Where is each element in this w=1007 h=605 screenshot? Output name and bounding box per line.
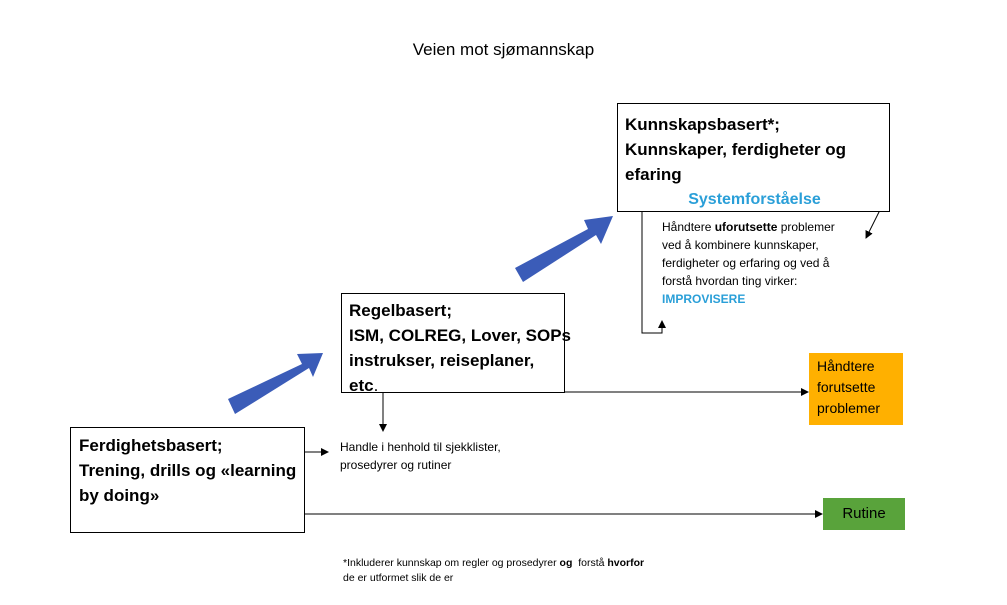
diagram-title: Veien mot sjømannskap <box>412 40 595 59</box>
knowledge-note: Håndtere uforutsette problemer ved å kom… <box>662 218 835 308</box>
knowledge-bracket-arrow <box>641 212 666 334</box>
knowledge-box-line2: Kunnskaper, ferdigheter og <box>625 140 847 159</box>
rule-based-box: Regelbasert; ISM, COLREG, Lover, SOPs in… <box>341 293 571 395</box>
footnote: *Inkluderer kunnskap om regler og prosed… <box>343 556 644 586</box>
progress-arrow-1-shape <box>228 353 323 414</box>
knowledge-box-line3: efaring <box>625 165 682 184</box>
knowledge-note-line1: Håndtere uforutsette problemer <box>662 220 835 234</box>
foreseen-line3: problemer <box>817 400 881 416</box>
knowledge-note-line2: ved å kombinere kunnskaper, <box>662 238 819 252</box>
foreseen-line1: Håndtere <box>817 358 875 374</box>
rule-box-line3: instrukser, reiseplaner, <box>349 351 535 370</box>
rule-note-line1: Handle i henhold til sjekklister, <box>340 440 501 454</box>
foreseen-problems-box: Håndtere forutsette problemer <box>809 353 903 425</box>
footnote-line2: de er utformet slik de er <box>343 572 454 584</box>
knowledge-diagonal-arrow <box>865 209 881 239</box>
knowledge-note-line3: ferdigheter og erfaring og ved å <box>662 256 830 270</box>
skill-based-box: Ferdighetsbasert; Trening, drills og «le… <box>70 427 305 533</box>
skill-box-line2: Trening, drills og «learning <box>79 461 297 480</box>
foreseen-line2: forutsette <box>817 379 876 395</box>
routine-box: Rutine <box>823 498 905 530</box>
knowledge-box-line1: Kunnskapsbasert*; <box>625 115 780 134</box>
skill-box-line1: Ferdighetsbasert; <box>79 436 223 455</box>
progress-arrow-2-shape <box>515 216 613 282</box>
progress-arrow-2 <box>515 216 613 282</box>
skill-box-line3: by doing» <box>79 486 160 505</box>
rule-note: Handle i henhold til sjekklister, prosed… <box>340 438 501 474</box>
rule-note-line2: prosedyrer og rutiner <box>340 458 452 472</box>
system-understanding-label: Systemforståelse <box>688 191 821 208</box>
knowledge-based-box: Kunnskapsbasert*; Kunnskaper, ferdighete… <box>617 103 890 212</box>
progress-arrow-1 <box>228 353 323 414</box>
improvise-label: IMPROVISERE <box>662 292 746 306</box>
rule-box-line2: ISM, COLREG, Lover, SOPs <box>349 326 571 345</box>
footnote-line1: *Inkluderer kunnskap om regler og prosed… <box>343 557 645 569</box>
rule-box-line4: etc. <box>349 376 379 395</box>
rule-box-line1: Regelbasert; <box>349 301 452 320</box>
knowledge-note-line4: forstå hvordan ting virker: <box>662 274 798 288</box>
